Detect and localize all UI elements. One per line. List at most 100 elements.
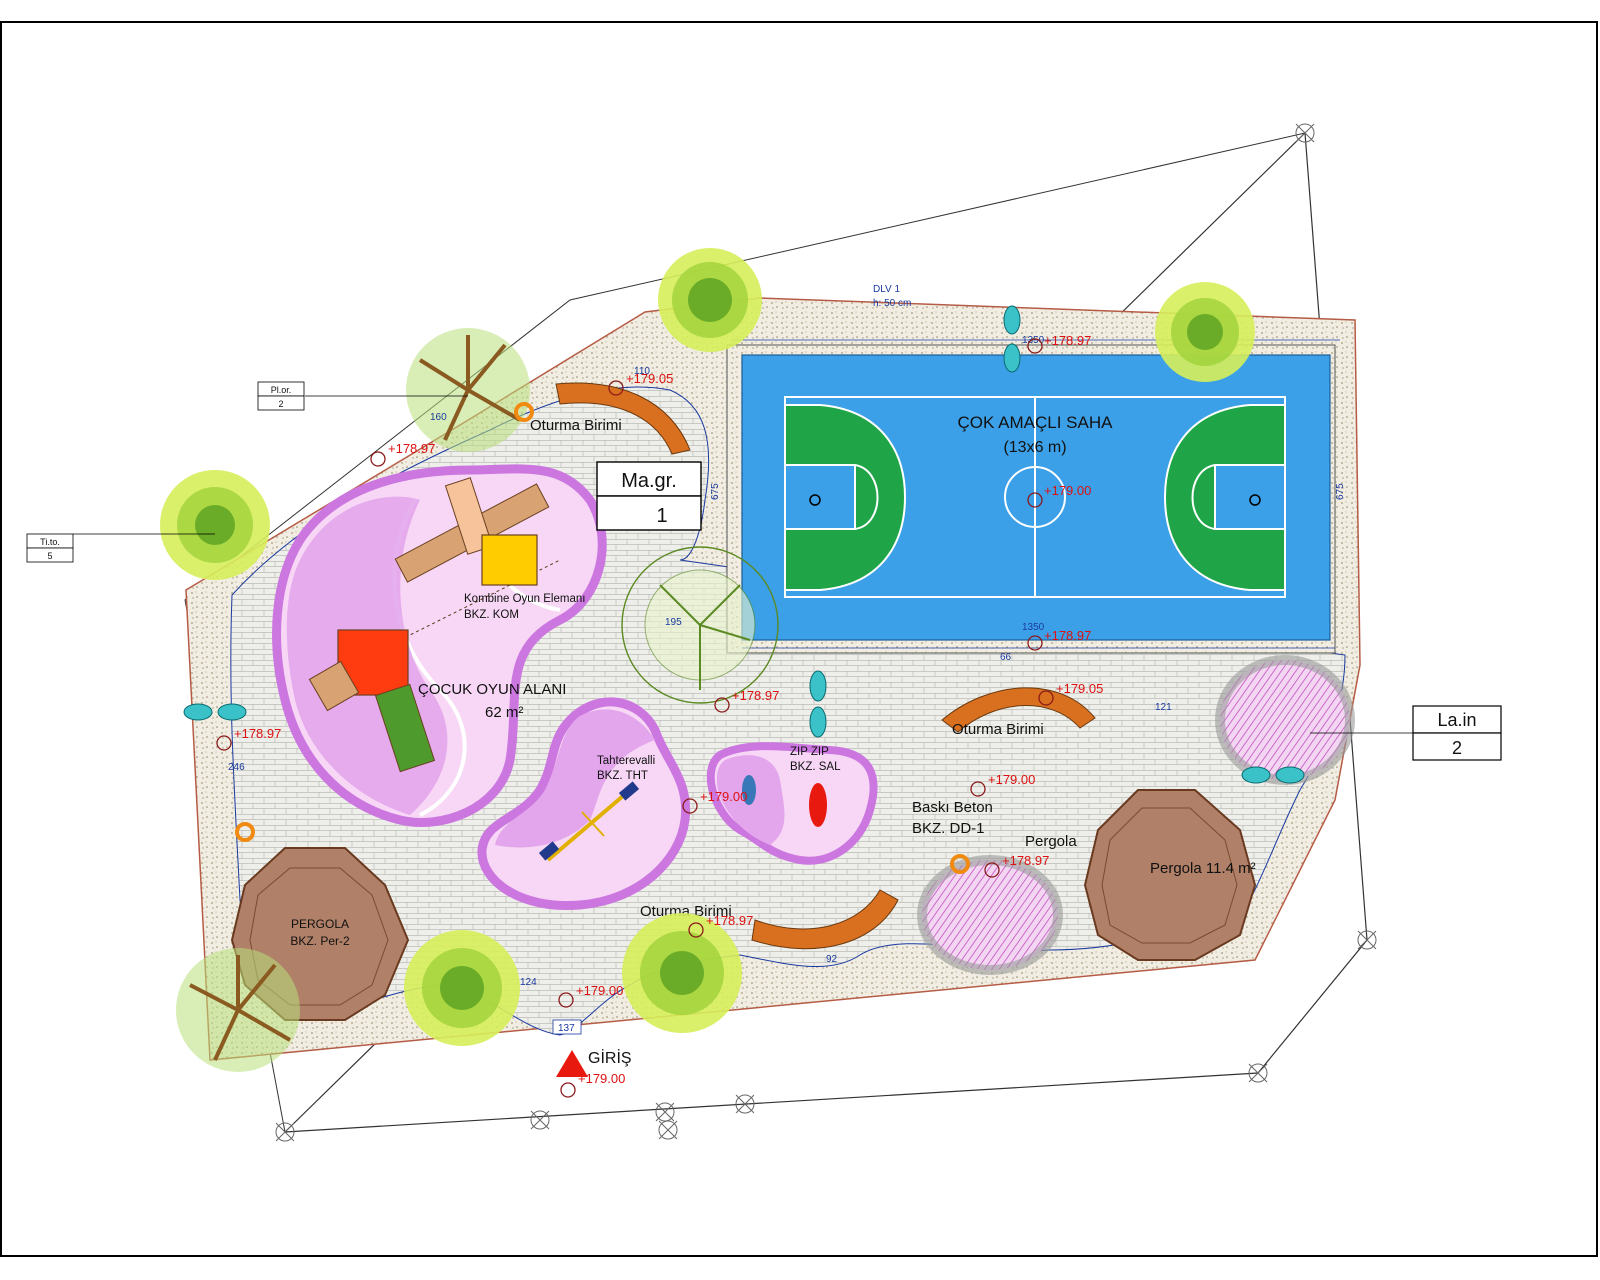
dim-curve-h: 246	[228, 762, 245, 773]
sheet-frame	[0, 21, 1598, 1257]
elev-left-mid: +178.97	[234, 726, 281, 741]
combo-ref: BKZ. KOM	[464, 609, 519, 621]
elev-court-bottom: +178.97	[1044, 628, 1091, 643]
bench-top	[555, 382, 691, 455]
tag-tito: Ti.to. 5	[26, 533, 215, 563]
elev-bench-bottom: +178.97	[706, 913, 753, 928]
tag-lain-count: 2	[1452, 738, 1462, 758]
seesaw-ref: BKZ. THT	[597, 770, 648, 782]
tree-top-left-branch	[406, 328, 530, 452]
elev-concrete: +179.00	[988, 772, 1035, 787]
seesaw-icon	[538, 781, 640, 862]
tag-tito-code: Ti.to.	[40, 537, 60, 547]
elev-left-top: +178.97	[388, 441, 435, 456]
bench-right-label: Oturma Birimi	[952, 721, 1044, 738]
court-ft-left	[854, 464, 879, 530]
tag-magr-code: Ma.gr.	[621, 470, 677, 492]
play-area-size: 62 m²	[485, 704, 523, 721]
zipzip-spring-rider-blue	[742, 775, 756, 805]
entrance-label: GİRİŞ	[588, 1048, 632, 1067]
tag-plor-count: 2	[278, 399, 283, 409]
shrub-right	[1215, 655, 1355, 785]
bench-bottom	[751, 889, 899, 950]
lamp-right	[950, 854, 970, 874]
dim-curve-b: 160	[430, 412, 447, 423]
entrance-dim-box	[552, 1019, 582, 1035]
elev-center: +179.00	[700, 789, 747, 804]
dim-curve-i: 124	[520, 977, 537, 988]
tag-lain: La.in 2	[1310, 705, 1502, 761]
concrete-name: Baskı Beton	[912, 799, 993, 816]
hoop-left	[809, 494, 821, 506]
court-width-right: 675	[1335, 483, 1346, 500]
court-center-circle	[1004, 466, 1066, 528]
pergola-right-name: Pergola 11.4 m²	[1150, 860, 1256, 877]
bench-top-label: Oturma Birimi	[530, 417, 622, 434]
zipzip-ref: BKZ. SAL	[790, 761, 841, 773]
fountain-top	[1003, 305, 1021, 373]
dim-curve-f: 195	[665, 617, 682, 628]
tree-top-center	[658, 248, 762, 352]
pergola-left-ref: BKZ. Per-2	[290, 934, 350, 948]
zipzip-name: ZIP ZIP	[790, 746, 829, 758]
court-length-top: 1350	[1022, 335, 1045, 346]
elev-court-center: +179.00	[1044, 483, 1091, 498]
dim-entrance-width: 137	[558, 1023, 575, 1034]
seesaw-area-purple	[495, 709, 655, 848]
tree-bottom-left-branch	[176, 948, 300, 1072]
entrance-arrow	[556, 1050, 588, 1077]
elev-pergola-right: +178.97	[1002, 853, 1049, 868]
court-title: ÇOK AMAÇLI SAHA	[958, 413, 1114, 432]
tag-magr-count: 1	[656, 505, 667, 527]
elev-bench-top: +179.05	[626, 371, 673, 386]
lamp-top	[514, 402, 534, 422]
elev-entrance-outer: +179.00	[578, 1071, 625, 1086]
tag-plor: Pl.or. 2	[257, 381, 468, 411]
pergola-right-inner	[1101, 807, 1238, 944]
combination-play-unit	[308, 477, 561, 773]
tree-top-right	[1155, 282, 1255, 382]
tag-magr: Ma.gr. 1	[596, 461, 702, 531]
zipzip-spring-rider-red	[809, 783, 827, 827]
combo-name: Kombine Oyun Elemanı	[464, 593, 585, 605]
bench-bottom-label: Oturma Birimi	[640, 903, 732, 920]
elev-middle: +178.97	[732, 688, 779, 703]
tree-left	[160, 470, 270, 580]
lamp-left	[235, 822, 255, 842]
dim-curve-e: 92	[826, 954, 838, 965]
tree-bottom-left-green	[404, 930, 520, 1046]
dim-curve-c: 66	[1000, 652, 1012, 663]
elev-bench-right: +179.05	[1056, 681, 1103, 696]
court-length-bottom: 1350	[1022, 622, 1045, 633]
dim-curve-a: 110	[634, 366, 650, 377]
fountain-center	[809, 670, 827, 738]
court-ft-right	[1191, 464, 1216, 530]
fountain-right	[1241, 766, 1305, 784]
court-paint-right	[1214, 464, 1286, 530]
bench-right	[941, 687, 1096, 733]
seesaw-name: Tahterevalli	[597, 755, 655, 767]
court-size: (13x6 m)	[1003, 439, 1066, 456]
concrete-ref: BKZ. DD-1	[912, 820, 985, 837]
pergola-left-inner	[249, 867, 389, 1006]
tree-center-outline	[621, 546, 779, 704]
play-area-title: ÇOCUK OYUN ALANI	[418, 681, 566, 698]
tree-bottom-center	[622, 913, 742, 1033]
survey-points	[275, 123, 1377, 1142]
dim-curve-d: 121	[1155, 702, 1172, 713]
court-border-name: DLV 1	[873, 284, 900, 295]
court-paint-left	[784, 464, 856, 530]
court-width-left: 675	[710, 483, 721, 500]
tag-plor-code: Pl.or.	[271, 385, 292, 395]
pergola-right-caption: Pergola	[1025, 833, 1077, 850]
fountain-left	[183, 703, 247, 721]
elev-entrance-inner: +179.00	[576, 983, 623, 998]
tag-tito-count: 5	[47, 551, 52, 561]
pergola-left-name: PERGOLA	[291, 917, 349, 931]
shrub-pergola	[917, 855, 1063, 975]
court-border-width: h: 50 cm	[873, 298, 911, 309]
elev-court-top: +178.97	[1044, 333, 1091, 348]
tag-lain-code: La.in	[1437, 710, 1476, 730]
pergola-right	[1083, 789, 1257, 961]
